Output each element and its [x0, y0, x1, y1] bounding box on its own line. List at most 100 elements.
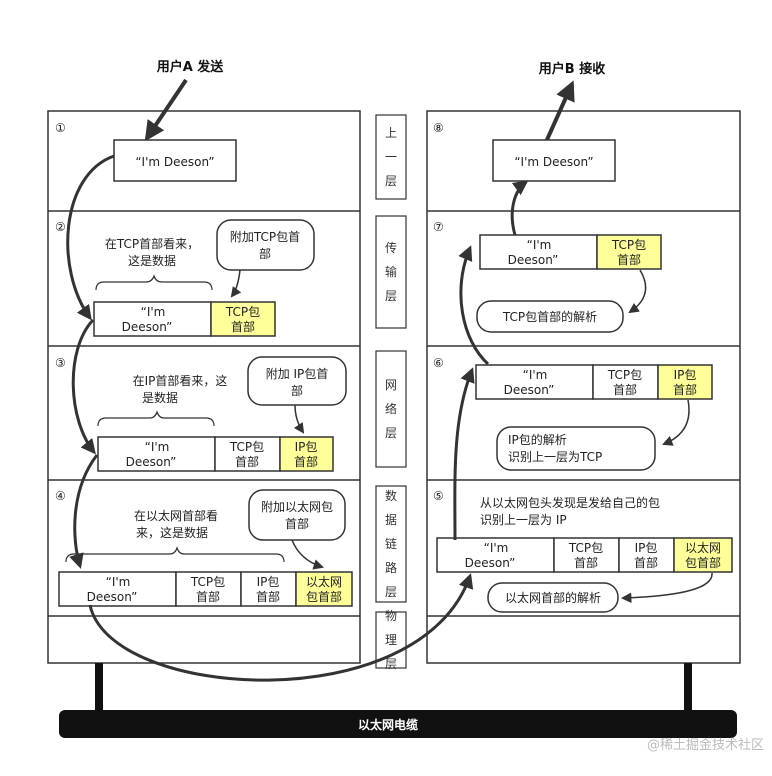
- svg-text:TCP包: TCP包: [229, 440, 264, 454]
- left-ip-add-bubble: [247, 356, 347, 406]
- receiver-title: 用户B 接收: [538, 61, 606, 77]
- ethernet-cable-label: 以太网电缆: [358, 717, 418, 732]
- left-post: [95, 663, 103, 711]
- right-eth-found-1: 从以太网包头发现是发给自己的包: [480, 495, 660, 510]
- svg-text:Deeson”: Deeson”: [122, 320, 173, 334]
- left-payload-top: “I'm Deeson”: [135, 155, 214, 169]
- left-eth-view-2: 来，这是数据: [136, 525, 208, 540]
- step-4: ④: [55, 489, 66, 503]
- left-tcp-header: [210, 301, 276, 337]
- layer-label-physical: 物理层: [385, 609, 397, 671]
- left-eth-ip-header: [240, 571, 297, 607]
- left-tcp-view-1: 在TCP首部看来，: [105, 236, 199, 251]
- svg-text:TCP包: TCP包: [607, 368, 642, 382]
- svg-text:首部: 首部: [256, 589, 280, 604]
- svg-text:IP包: IP包: [635, 541, 658, 555]
- left-eth-add-1: 附加以太网包: [261, 499, 333, 514]
- step-5: ⑤: [433, 489, 444, 503]
- left-ip-brace: [97, 410, 215, 427]
- watermark: @稀土掘金技术社区: [647, 737, 764, 753]
- svg-text:“I'm: “I'm: [145, 440, 170, 454]
- layer-labels: 上一层 传输层 网络层 数据链路层 物理层: [375, 114, 407, 671]
- svg-text:“I'm: “I'm: [106, 575, 131, 589]
- right-ip-parse-1: IP包的解析: [508, 432, 567, 447]
- left-ip-header: [279, 436, 334, 472]
- right-post: [684, 663, 692, 711]
- layer-label-upper: 上一层: [385, 126, 397, 188]
- right-eth-found-2: 识别上一层为 IP: [480, 513, 567, 527]
- right-tcp-parse: TCP包首部的解析: [502, 309, 597, 324]
- svg-text:Deeson”: Deeson”: [508, 253, 559, 267]
- left-eth-header: [295, 571, 353, 607]
- left-ip-view-1: 在IP首部看来，这: [133, 373, 228, 388]
- step-8: ⑧: [433, 121, 444, 135]
- right-ip-payload: [475, 364, 594, 400]
- sender-stack: [47, 110, 361, 664]
- svg-text:“I'm: “I'm: [527, 238, 552, 252]
- right-eth-header: [673, 537, 733, 573]
- left-ip-add-2: 部: [291, 383, 303, 398]
- svg-text:首部: 首部: [294, 454, 318, 469]
- step-3: ③: [55, 356, 66, 370]
- left-ip-add-1: 附加 IP包首: [266, 367, 329, 381]
- left-eth-add-bubble: [248, 489, 346, 541]
- svg-text:首部: 首部: [634, 555, 658, 570]
- layer-label-transport: 传输层: [385, 240, 397, 303]
- svg-text:TCP包: TCP包: [568, 541, 603, 555]
- svg-text:首部: 首部: [196, 589, 220, 604]
- svg-text:包首部: 包首部: [685, 555, 721, 570]
- receive-arrow: [544, 80, 575, 143]
- left-tcp-brace: [95, 274, 213, 291]
- left-tcp-add-2: 部: [259, 246, 271, 261]
- ethernet-cable: [59, 710, 737, 738]
- svg-text:首部: 首部: [231, 319, 255, 334]
- svg-text:“I'm: “I'm: [523, 368, 548, 382]
- left-eth-add-2: 首部: [285, 516, 309, 531]
- svg-text:“I'm: “I'm: [141, 305, 166, 319]
- left-ip-tcp-header: [214, 436, 281, 472]
- layer-label-network: 网络层: [385, 378, 397, 440]
- svg-text:Deeson”: Deeson”: [504, 383, 555, 397]
- step-6: ⑥: [433, 356, 444, 370]
- left-ip-view-2: 是数据: [142, 390, 178, 405]
- svg-text:TCP包: TCP包: [225, 305, 260, 319]
- svg-text:首部: 首部: [673, 382, 697, 397]
- svg-text:首部: 首部: [617, 252, 641, 267]
- left-eth-payload: [58, 571, 177, 607]
- right-ip-header: [657, 364, 713, 400]
- right-eth-parse: 以太网首部的解析: [505, 590, 601, 605]
- send-arrow: [144, 78, 188, 142]
- right-ip-parse-2: 识别上一层为TCP: [508, 450, 602, 464]
- step-7: ⑦: [433, 220, 444, 234]
- right-tcp-header: [596, 234, 662, 270]
- svg-text:首部: 首部: [574, 555, 598, 570]
- svg-text:首部: 首部: [235, 454, 259, 469]
- svg-text:“I'm: “I'm: [484, 541, 509, 555]
- physical-transfer-curve: [88, 573, 474, 682]
- step-1: ①: [55, 121, 66, 135]
- right-payload-top: “I'm Deeson”: [514, 155, 593, 169]
- left-eth-view-1: 在以太网首部看: [134, 508, 218, 523]
- left-tcp-add-bubble: [216, 219, 315, 271]
- receiver-stack: [426, 110, 741, 664]
- svg-text:Deeson”: Deeson”: [126, 455, 177, 469]
- svg-text:TCP包: TCP包: [611, 238, 646, 252]
- svg-text:Deeson”: Deeson”: [465, 556, 516, 570]
- left-eth-tcp-header: [175, 571, 242, 607]
- svg-text:以太网: 以太网: [306, 574, 342, 589]
- sender-title: 用户A 发送: [156, 59, 225, 75]
- left-tcp-view-2: 这是数据: [128, 253, 176, 268]
- svg-text:Deeson”: Deeson”: [87, 590, 138, 604]
- left-tcp-add-1: 附加TCP包首: [230, 230, 300, 244]
- svg-text:IP包: IP包: [674, 368, 697, 382]
- svg-text:以太网: 以太网: [685, 540, 721, 555]
- right-eth-parse-bubble: [487, 582, 619, 613]
- step-2: ②: [55, 220, 66, 234]
- right-ip-parse-bubble: [496, 426, 656, 471]
- svg-text:首部: 首部: [613, 382, 637, 397]
- svg-text:包首部: 包首部: [306, 589, 342, 604]
- layer-label-datalink: 数据链路层: [385, 488, 397, 599]
- svg-text:TCP包: TCP包: [190, 575, 225, 589]
